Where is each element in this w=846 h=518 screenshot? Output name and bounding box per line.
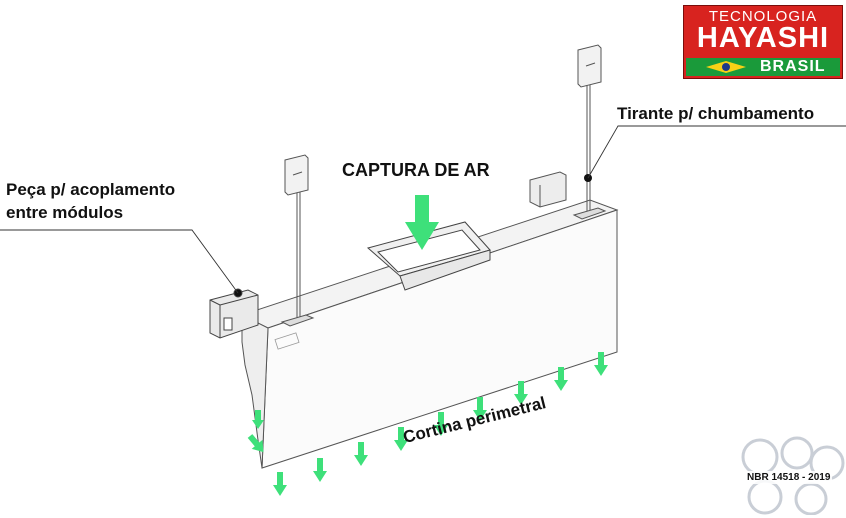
- arrow-down: [434, 412, 448, 436]
- arrow-down: [313, 458, 327, 482]
- logo-line3: BRASIL: [760, 58, 826, 75]
- coupling-piece-back: [529, 171, 567, 208]
- arrow-down: [514, 381, 528, 405]
- leader-left: [0, 229, 239, 294]
- rod-label: Tirante p/ chumbamento: [617, 104, 815, 123]
- arrow-down: [394, 427, 408, 451]
- curtain-arrows: [247, 352, 608, 496]
- arrow-down: [273, 472, 287, 496]
- hanger-left: [280, 154, 315, 327]
- seal-text: NBR 14518 - 2019: [745, 471, 833, 484]
- coupling-label-line1: Peça p/ acoplamento: [6, 180, 176, 199]
- arrow-down: [473, 397, 487, 421]
- arrow-side: [247, 434, 264, 453]
- hayashi-logo: TECNOLOGIA HAYASHI BRASIL: [683, 5, 843, 79]
- leader-right: [587, 125, 846, 179]
- logo-line1: TECNOLOGIA: [708, 8, 818, 25]
- air-capture-opening: [366, 221, 491, 291]
- coupling-piece: [209, 288, 259, 339]
- capture-arrow: [405, 195, 439, 250]
- arrow-down: [554, 367, 568, 391]
- capture-label: CAPTURA DE AR: [342, 160, 490, 180]
- hanger-right: [572, 44, 607, 220]
- arrow-down: [354, 442, 368, 466]
- brazil-flag-icon: [704, 60, 748, 74]
- logo-line2: HAYASHI: [696, 22, 830, 54]
- logo-band: BRASIL: [686, 58, 840, 76]
- brand-plate: [274, 332, 300, 350]
- coupling-label-line2: entre módulos: [6, 203, 124, 222]
- arrow-side: [252, 410, 264, 429]
- arrow-down: [594, 352, 608, 376]
